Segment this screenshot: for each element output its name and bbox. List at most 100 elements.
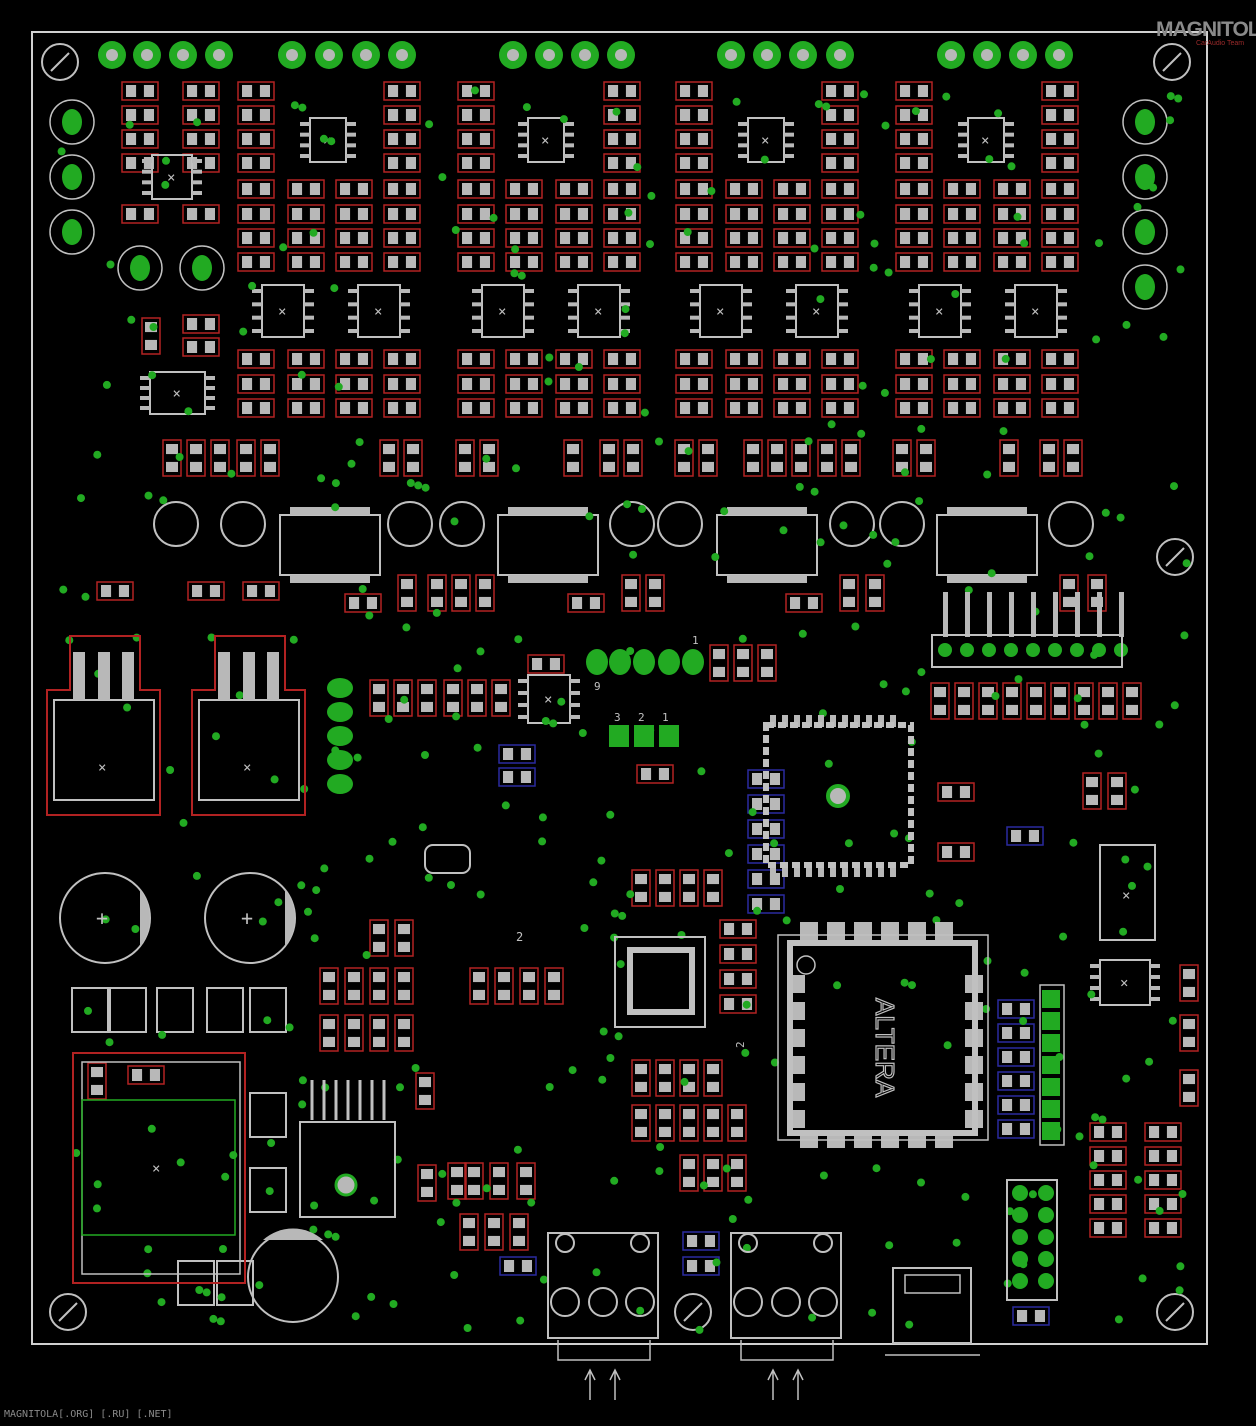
smd-pad [826,109,837,121]
smd-outline [1041,349,1079,369]
via [869,530,878,539]
smd-part [599,439,619,477]
smd-pad [527,232,538,244]
smd-part [1039,439,1059,477]
soic-pin [784,143,794,148]
connector-pad-hole [945,49,957,61]
smd-outline [993,374,1031,394]
smd-pad [468,1184,480,1195]
via [1028,1190,1037,1199]
smd-pad [934,687,946,698]
smd-outline [821,228,859,248]
soic-pin [300,154,310,158]
smd-pad [821,444,833,455]
soic-pin [690,315,700,320]
via [265,1187,274,1196]
soic-pin [570,679,580,683]
soic-chip: × [472,284,534,338]
qfp-pin [830,715,836,727]
smd-pad [707,1126,719,1137]
soic-pin [252,302,262,307]
smd-outline [237,129,275,149]
smd-pad [778,208,789,220]
smd-part [993,398,1031,418]
smd-pad [747,402,758,414]
smd-outline [1144,1170,1182,1190]
smd-part [383,153,421,173]
smd-pad [421,684,433,695]
smd-pad [259,183,270,195]
soic-pin [961,315,971,320]
via [512,464,520,473]
smd-part [603,398,641,418]
cap-terminal [727,507,807,515]
smd-pad [795,378,806,390]
smd-pad [896,444,908,455]
via [389,1300,398,1308]
header-pin [1119,592,1124,637]
via [193,118,202,127]
via [527,1198,536,1207]
smd-outline [675,252,713,272]
smd-pad [421,701,433,712]
smd-pad [625,157,636,169]
smd-part [210,439,230,477]
soic-body [309,117,347,163]
smd-pad [309,378,320,390]
header-5-pad [327,774,353,794]
via [538,813,547,822]
smd-part [555,374,593,394]
via [1134,1175,1143,1184]
via [77,494,85,503]
via [195,1286,204,1294]
soic-pin [742,289,752,293]
soic-pin [472,289,482,293]
smd-part [821,81,859,101]
smd-pad [826,232,837,244]
smd-part [1089,1218,1127,1238]
via [298,1076,307,1085]
qfp-pin [842,865,848,877]
via [471,86,479,95]
via [636,1306,645,1315]
smd-pad [942,846,953,858]
smd-outline [623,439,643,477]
smd-part [679,1059,699,1097]
via [795,482,804,491]
smd-pad [843,157,854,169]
round-cap [879,501,925,547]
pin2-label: 2 [638,711,645,724]
via [1138,1274,1147,1283]
smd-outline [182,204,220,224]
smd-outline [821,179,859,199]
smd-outline [725,204,763,224]
terminal-block-right [730,1232,842,1400]
soic-body [1099,959,1151,1006]
smd-part [679,869,699,907]
smd-part [187,581,225,601]
soic-pin [192,169,202,174]
smd-outline [505,179,543,199]
smd-pad [1030,687,1042,698]
soic-pin [570,703,580,707]
smd-part [383,129,421,149]
connector-pad-hole [323,49,335,61]
smd-part [186,439,206,477]
smd-pad [1046,378,1057,390]
via [353,753,362,762]
usb-connector [885,1267,980,1356]
soic-pin [838,302,848,307]
smd-outline [703,1154,723,1192]
smd-pad [1002,1051,1013,1063]
via [148,371,157,380]
smd-outline [237,349,275,369]
smd-pad [510,353,521,365]
via [365,611,374,620]
smd-part [603,105,641,125]
via [592,1268,601,1277]
smd-part [895,179,933,199]
smd-outline [727,1154,747,1192]
smd-outline [682,1256,720,1276]
smd-outline [821,153,859,173]
smd-part [733,644,753,682]
